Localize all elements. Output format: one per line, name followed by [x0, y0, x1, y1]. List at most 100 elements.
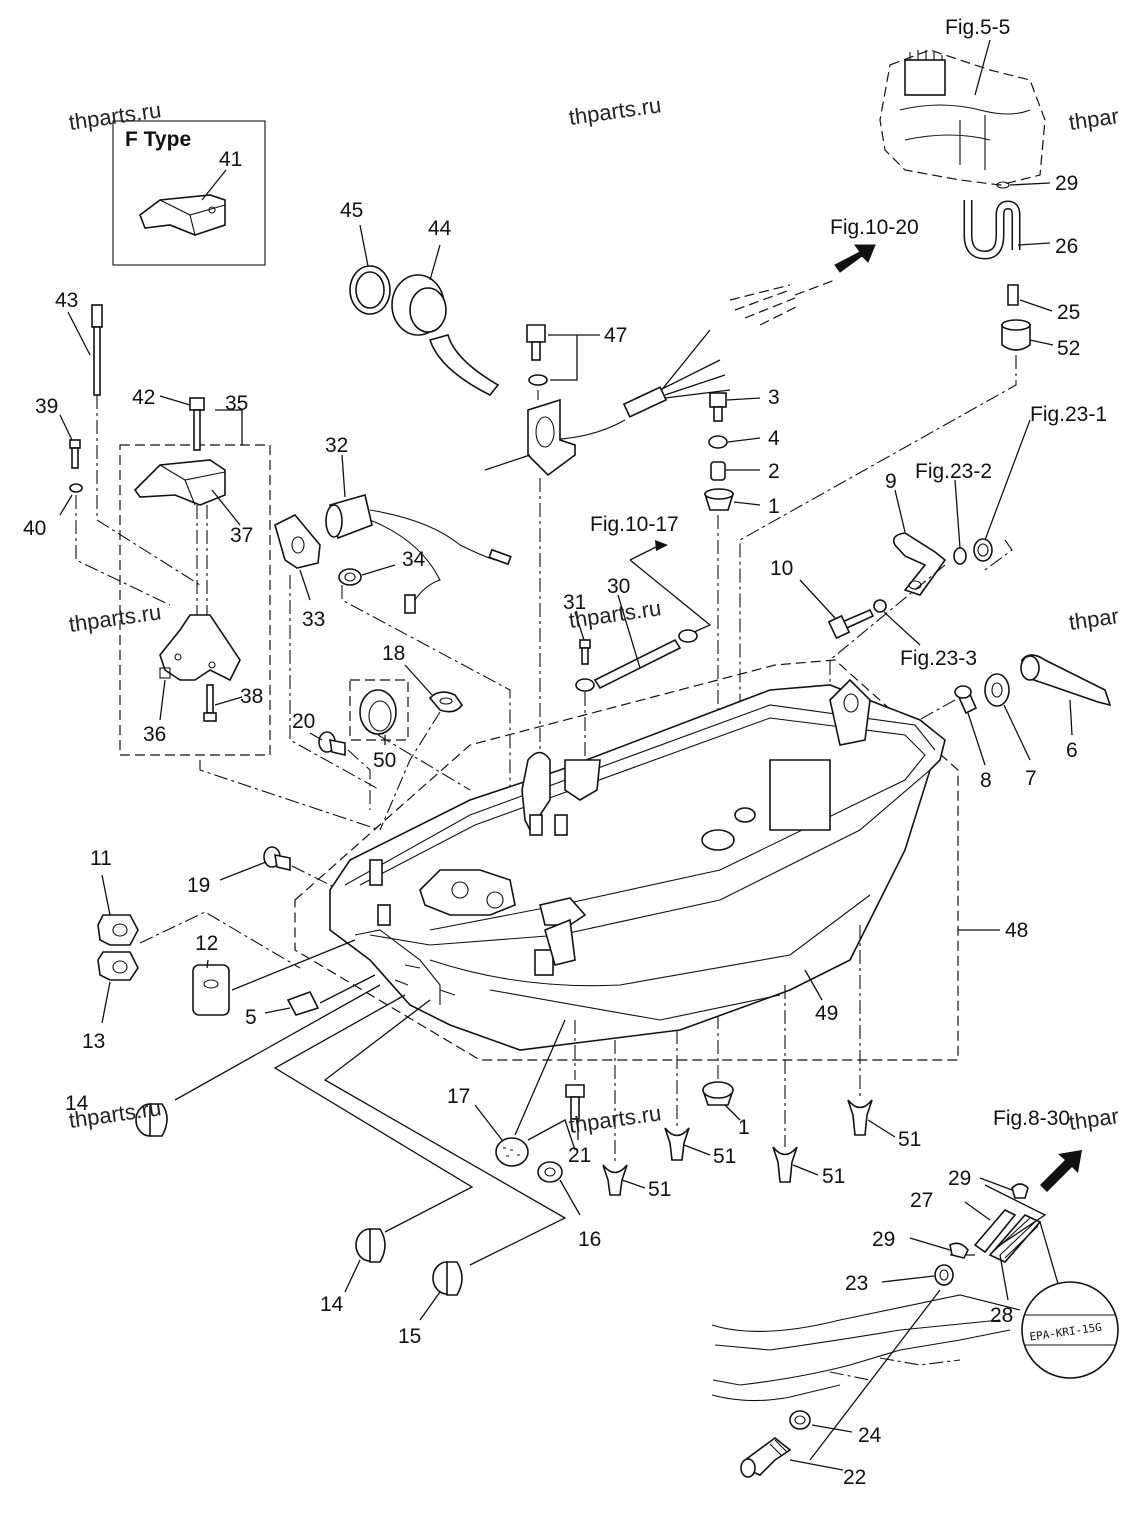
- part-43-head: [91, 304, 103, 328]
- leader-46: [484, 454, 531, 471]
- inset-frame: [112, 120, 266, 266]
- grommet-group: [219, 664, 471, 891]
- cowling-boss: [564, 759, 601, 801]
- part-47-bolt-shank: [531, 341, 541, 361]
- leader-43: [67, 311, 91, 356]
- pipe-group: [739, 181, 1054, 820]
- leader-12: [206, 959, 209, 969]
- part-22-threads: [769, 1439, 788, 1457]
- ref-fig-23-3: Fig.23-3: [900, 647, 977, 670]
- fig-23-1-hole: [977, 543, 989, 557]
- part-34-nut: [338, 568, 362, 586]
- cowling-guide: [544, 918, 576, 966]
- handle-group: [909, 654, 1112, 766]
- part-1-bottom-top: [702, 1081, 734, 1099]
- part-37-bracket: [133, 459, 226, 506]
- front-parts-group: [97, 874, 376, 1024]
- leader-fig-23-3: [883, 611, 921, 646]
- part-50-box: [349, 679, 409, 741]
- part-32-wire-a: [369, 509, 496, 561]
- leader-51-a: [621, 1179, 646, 1189]
- part-38-shank: [206, 684, 214, 714]
- label-8: 8: [980, 769, 992, 792]
- part-4-washer: [708, 435, 728, 449]
- watermark: thpar: [1067, 1103, 1120, 1135]
- part-47-washer: [528, 374, 548, 386]
- leader-7: [1003, 704, 1031, 761]
- flush-detail: EPA-KRI-15G: [711, 1150, 1119, 1478]
- label-41: 41: [219, 148, 242, 171]
- part-51-d: [847, 1099, 873, 1136]
- leader-29-top: [1009, 182, 1051, 186]
- leader-25: [1019, 299, 1053, 312]
- part-12-hole: [203, 979, 219, 989]
- part-23-hole: [939, 1269, 949, 1281]
- label-49: 49: [815, 1002, 838, 1025]
- leader-15: [419, 1291, 441, 1321]
- label-27: 27: [910, 1189, 933, 1212]
- cowling-linkage-pivot-a: [451, 881, 469, 899]
- part-51-a: [602, 1164, 628, 1196]
- part-41-edges: [159, 199, 226, 236]
- label-36: 36: [143, 723, 166, 746]
- part-51-c: [772, 1146, 798, 1183]
- cowling-pocket: [769, 759, 831, 831]
- cap-group: [135, 984, 585, 1321]
- part-17-texture: [503, 1147, 520, 1157]
- label-3: 3: [768, 386, 780, 409]
- leader-32: [341, 454, 346, 498]
- leader-17: [474, 1104, 503, 1141]
- label-37: 37: [230, 524, 253, 547]
- label-5: 5: [245, 1006, 257, 1029]
- label-29-top: 29: [1055, 172, 1078, 195]
- leader-39: [59, 414, 73, 441]
- label-51-d: 51: [898, 1128, 921, 1151]
- leader-44: [429, 244, 441, 281]
- cowling-assembly-box: [294, 659, 959, 1061]
- bracket-46-group: [484, 324, 600, 830]
- part-2-collar: [710, 461, 726, 481]
- ref-fig-23-2: Fig.23-2: [915, 460, 992, 483]
- leader-24: [811, 1424, 853, 1433]
- part-17-cap: [495, 1137, 529, 1167]
- part-14-cap-b-body: [369, 1228, 386, 1263]
- ref-fig-8-30: Fig.8-30: [993, 1107, 1070, 1130]
- fig-23-1-washer: [973, 538, 993, 562]
- label-38: 38: [240, 685, 263, 708]
- label-51-c: 51: [822, 1165, 845, 1188]
- guide-14a: [174, 984, 381, 1101]
- part-18-hole: [439, 697, 453, 705]
- leader-23: [881, 1275, 935, 1283]
- part-41-hole: [208, 206, 216, 214]
- leader-9: [894, 489, 906, 533]
- cowling-post-b: [554, 814, 568, 836]
- leader-20: [309, 732, 323, 741]
- leader-29-a: [979, 1177, 1013, 1191]
- label-35: 35: [225, 392, 248, 415]
- cowling-mount-right: [734, 807, 756, 823]
- part-22-nozzle: [740, 1458, 756, 1478]
- cowling-lip: [369, 769, 931, 946]
- leader-13: [101, 981, 111, 1024]
- label-11: 11: [90, 847, 112, 870]
- leader-1-top: [733, 501, 761, 506]
- guide-14b: [273, 994, 474, 1233]
- part-31-head: [579, 639, 591, 649]
- part-36-tab: [159, 667, 171, 679]
- label-13: 13: [82, 1030, 105, 1053]
- part-24-hole: [794, 1415, 806, 1425]
- leader-fig-23-2: [954, 479, 961, 549]
- leader-47: [548, 334, 600, 381]
- leader-45: [359, 224, 369, 267]
- label-48: 48: [1005, 919, 1028, 942]
- leader-fig-10-17: [629, 544, 712, 633]
- cowling-lower-edge: [429, 894, 871, 987]
- guide-11: [139, 911, 301, 969]
- leader-19: [219, 861, 267, 881]
- label-51-b: 51: [713, 1145, 736, 1168]
- part-6-boss: [1020, 655, 1040, 681]
- part-21-head: [565, 1084, 585, 1098]
- part-32-wire-b: [369, 519, 441, 601]
- part-21-shank: [570, 1096, 580, 1120]
- label-1-bottom: 1: [738, 1116, 750, 1139]
